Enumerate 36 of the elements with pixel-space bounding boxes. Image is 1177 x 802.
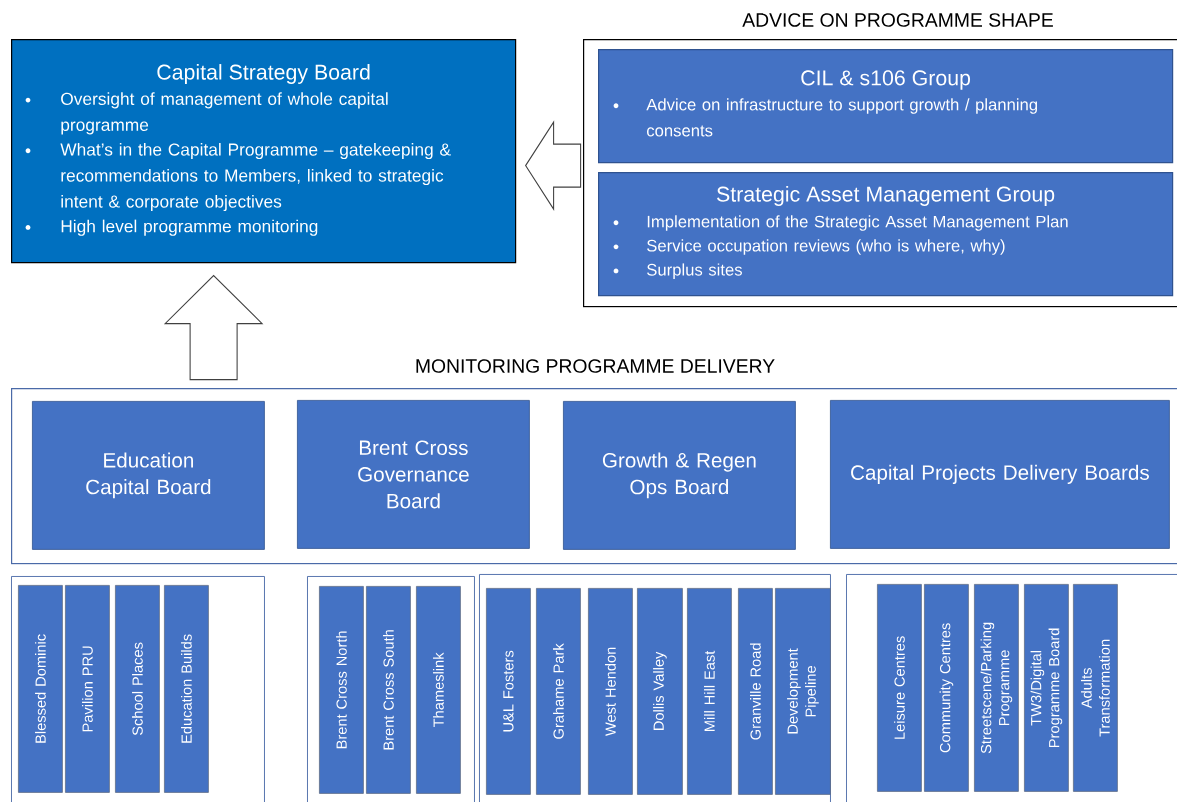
block-arrow: [163, 274, 264, 381]
group-frame: [846, 574, 1177, 802]
project-bar: West Hendon: [588, 588, 633, 795]
project-bar: U&L Fosters: [486, 588, 531, 795]
bullet-item: Advice on infrastructure to support growth / planning consents: [613, 98, 1037, 137]
project-bar: Granville Road: [738, 588, 773, 795]
project-bar: Mill Hill East: [687, 588, 732, 795]
bullet-item: Service occupation reviews (who is where, why): [613, 239, 1005, 255]
project-bar: Education Builds: [164, 585, 209, 793]
project-bar: Streetscene/Parking Programme: [974, 584, 1019, 792]
project-bar: Thameslink: [416, 586, 461, 794]
board-box: Growth & Regen Ops Board: [563, 401, 796, 550]
project-bar: Dollis Valley: [637, 588, 683, 795]
project-bar: Brent Cross South: [366, 586, 411, 794]
project-bar: TW3/Digital Programme Board: [1024, 584, 1069, 792]
block-arrow: [524, 120, 582, 211]
project-bar: Grahame Park: [536, 588, 581, 795]
project-bar: Brent Cross North: [319, 586, 364, 794]
project-bar: Blessed Dominic: [18, 585, 63, 793]
project-bar: School Places: [115, 585, 160, 793]
board-box: Education Capital Board: [32, 401, 265, 550]
board-box: Brent Cross Governance Board: [297, 400, 530, 549]
project-bar: Pavilion PRU: [65, 585, 110, 793]
bullet-item: Oversight of management of whole capital programme: [25, 92, 388, 135]
project-bar: Leisure Centres: [877, 584, 922, 792]
project-bar: Adults Transformation: [1073, 584, 1118, 792]
bullet-item: Surplus sites: [613, 263, 742, 279]
board-box: Capital Projects Delivery Boards: [830, 400, 1170, 549]
project-bar: Development Pipeline: [775, 588, 831, 795]
project-bar: Community Centres: [924, 584, 969, 792]
group-frame: [307, 576, 475, 802]
bullet-item: High level programme monitoring: [25, 219, 318, 236]
section-heading: ADVICE ON PROGRAMME SHAPE: [742, 13, 1053, 27]
bullet-item: What’s in the Capital Programme – gatekeeping & recommendations to Members, linked to strategic intent & corporate objectives: [25, 142, 451, 212]
section-heading: MONITORING PROGRAMME DELIVERY: [416, 359, 775, 373]
bullet-item: Implementation of the Strategic Asset Management Plan: [613, 215, 1068, 231]
